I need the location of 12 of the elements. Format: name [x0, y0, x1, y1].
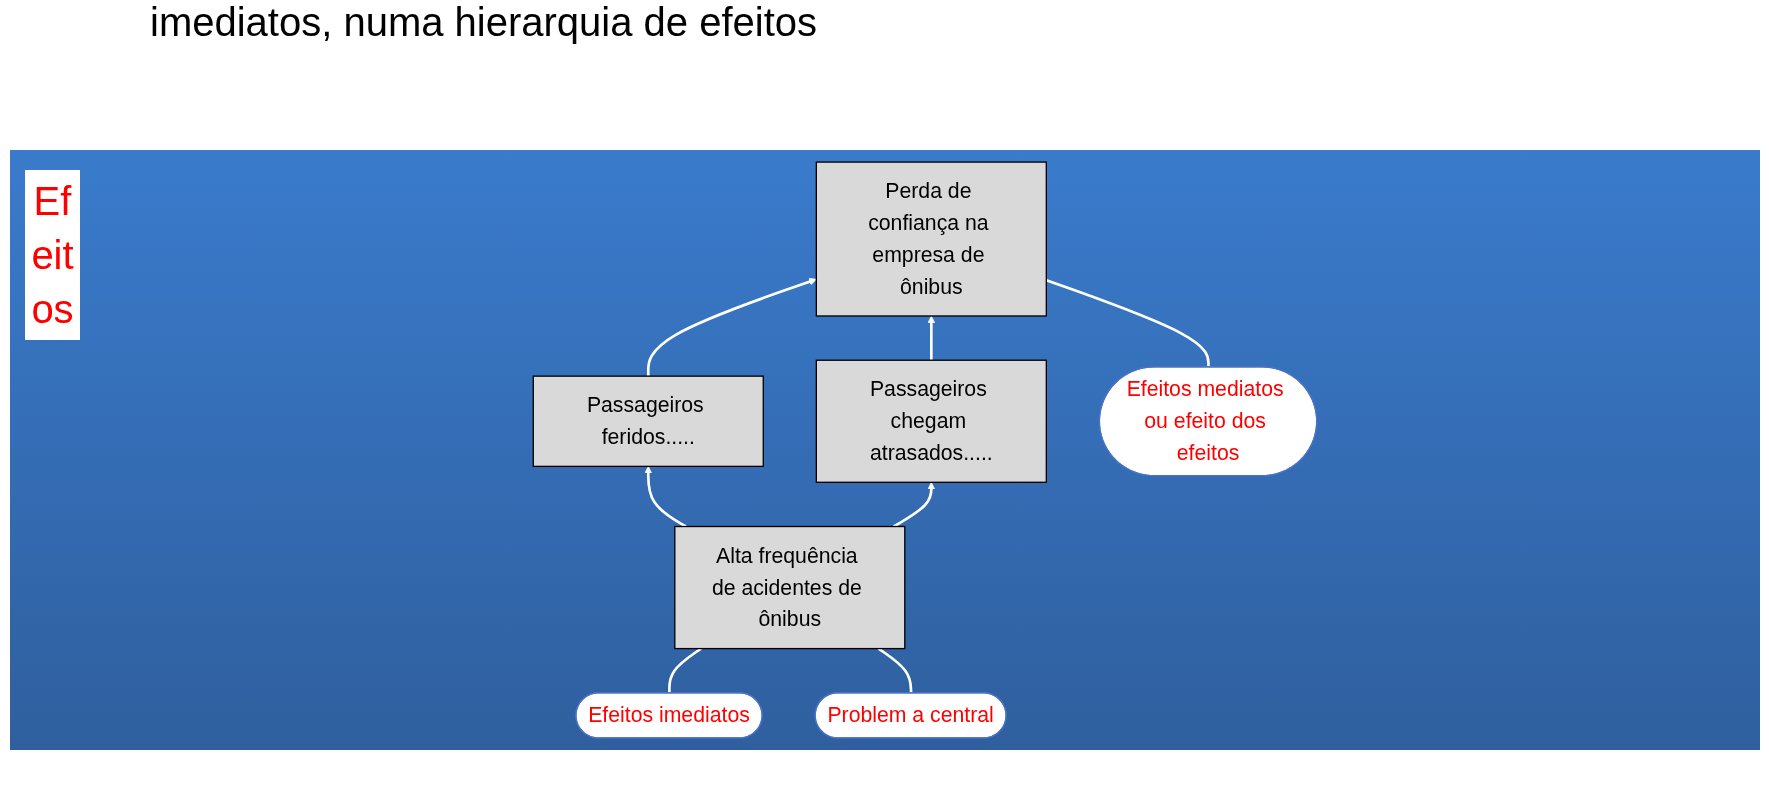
node-box: Passageiros chegam atrasados.....: [815, 359, 1047, 483]
side-label: Efeitos: [25, 170, 80, 340]
arrow: [644, 466, 687, 528]
arrow: [893, 481, 936, 528]
node-box: Perda de confiança na empresa de ônibus: [815, 161, 1047, 317]
arrow: [646, 277, 817, 377]
arrow: [927, 315, 936, 361]
connector: [668, 647, 702, 694]
connector: [877, 647, 913, 694]
node-box: Alta frequência de acidentes de ônibus: [674, 525, 906, 650]
title: imediatos, numa hierarquia de efeitos: [150, 0, 818, 45]
node-box: Passageiros feridos.....: [532, 375, 764, 468]
